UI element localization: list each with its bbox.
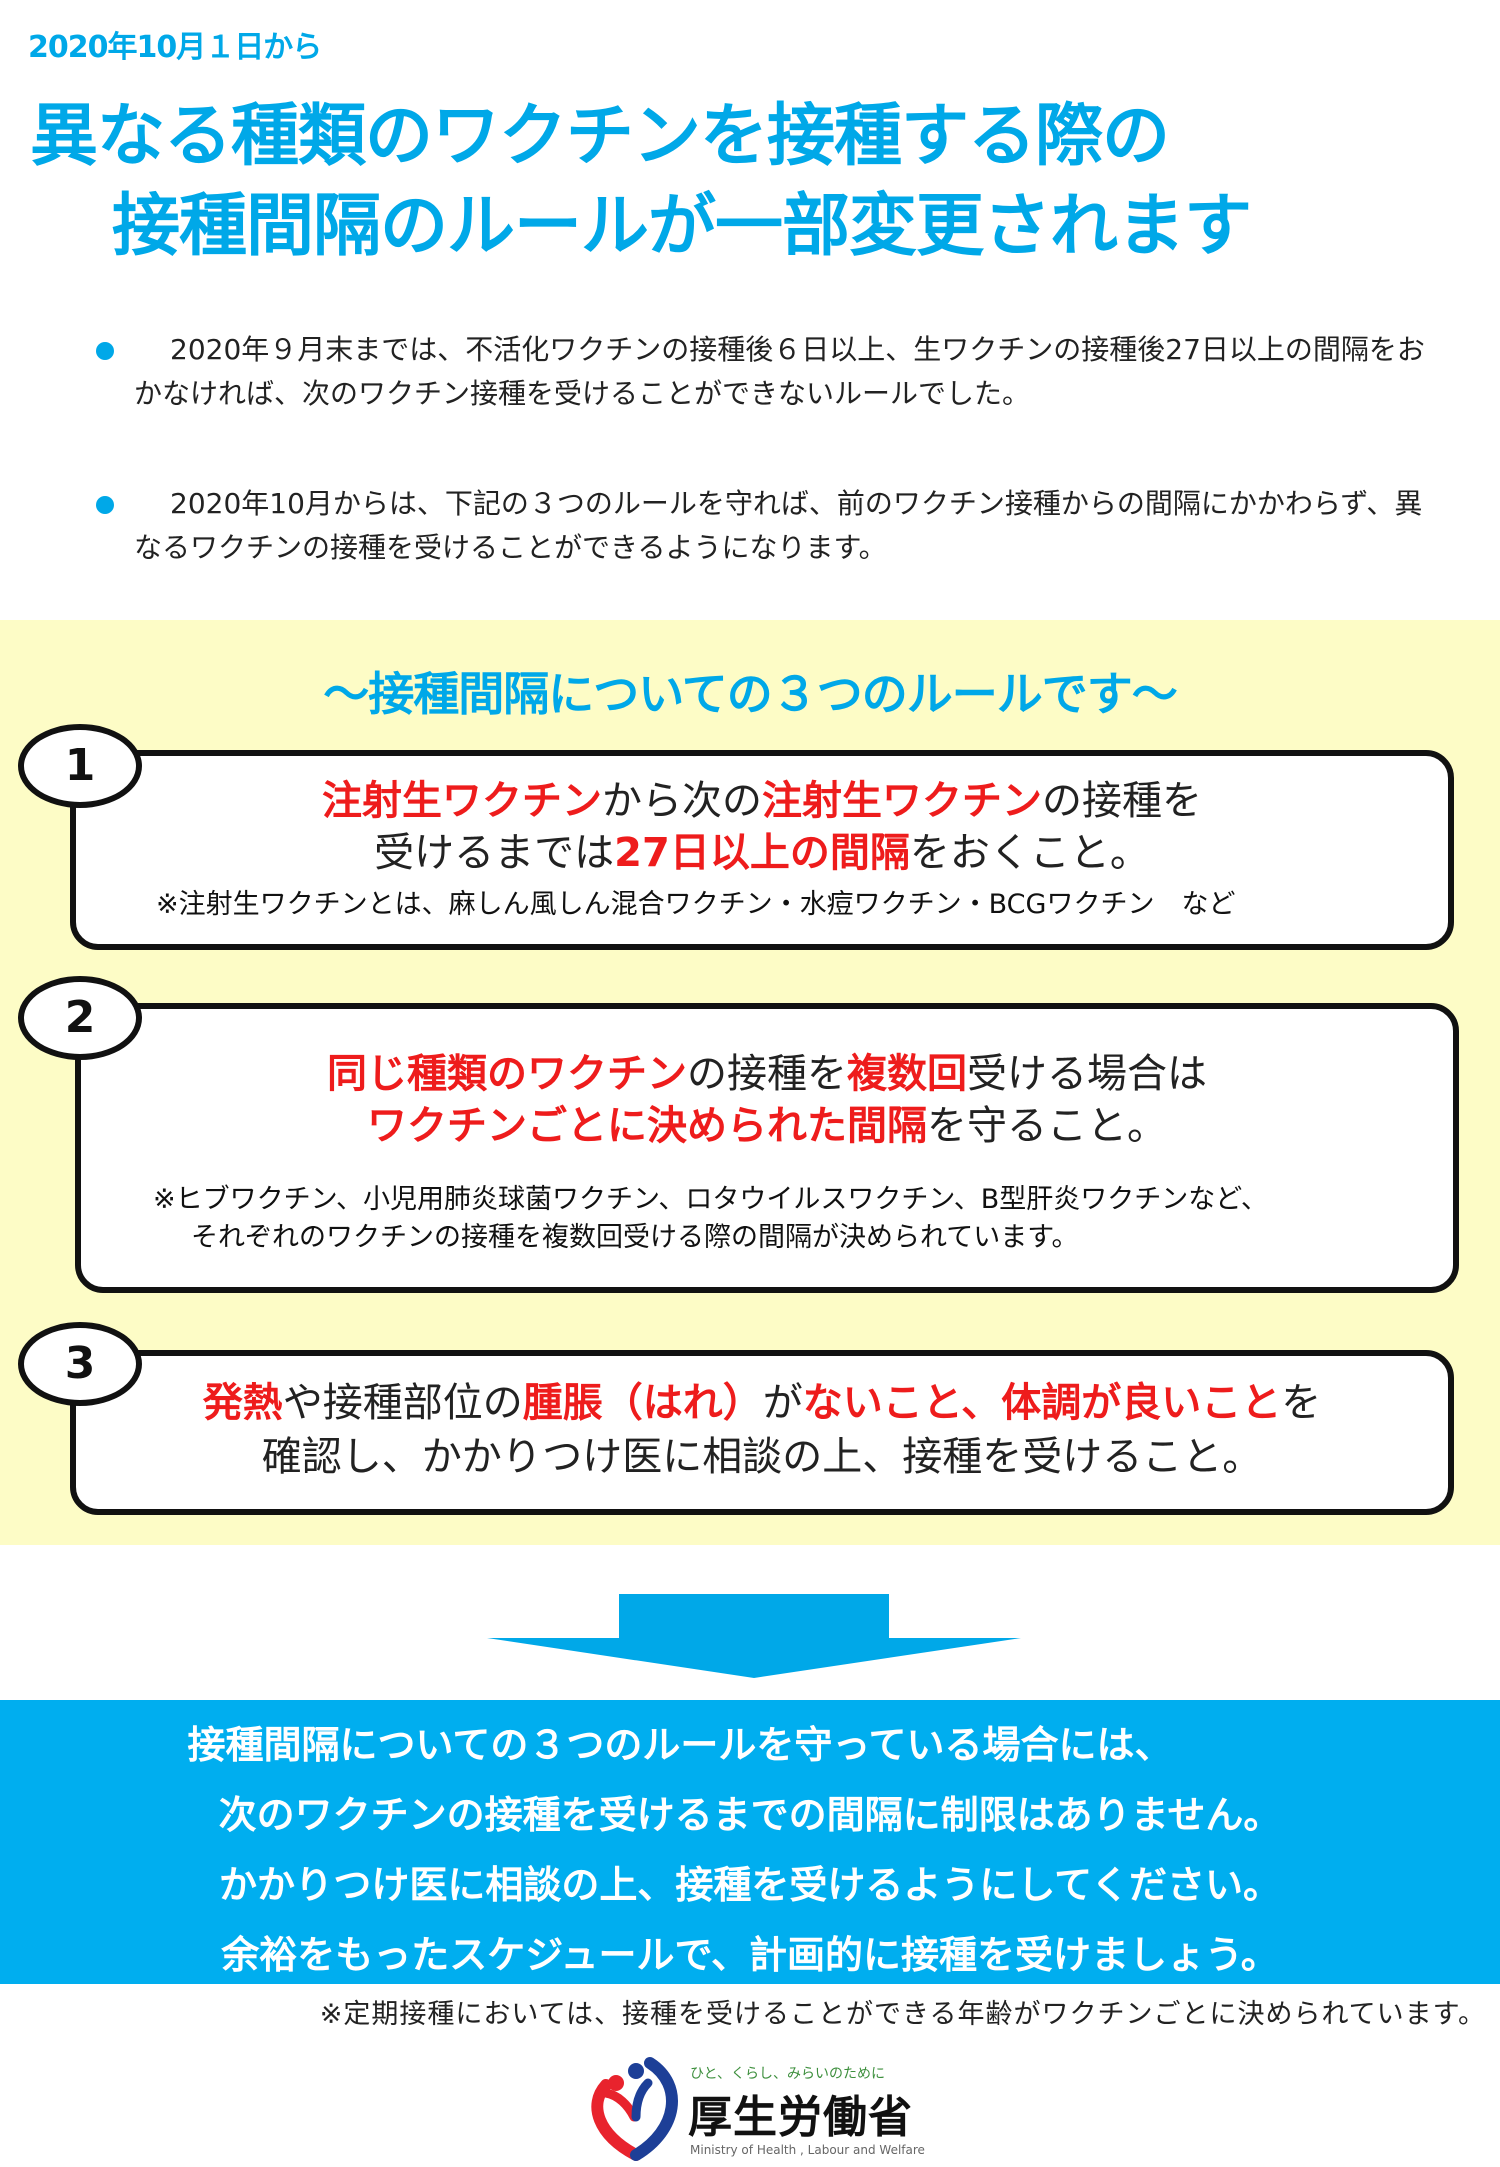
rule-text-line: 発熱や接種部位の腫脹（はれ）がないこと、体調が良いことを	[76, 1376, 1448, 1430]
rule-card-1: 注射生ワクチンから次の注射生ワクチンの接種を 受けるまでは27日以上の間隔をおく…	[70, 750, 1454, 950]
ministry-logo: ひと、くらし、みらいのために 厚生労働省 Ministry of Health …	[588, 2055, 925, 2165]
rule-text-line: 注射生ワクチンから次の注射生ワクチンの接種を	[76, 774, 1448, 828]
rule-highlight: ワクチンごとに決められた間隔	[367, 1103, 927, 1149]
down-arrow-icon	[487, 1594, 1021, 1678]
effective-date-label: 2020年10月１日から	[28, 30, 322, 65]
rule-note: それぞれのワクチンの接種を複数回受ける際の間隔が決められています。	[191, 1222, 1079, 1253]
intro-bullet-item: 2020年９月末までは、不活化ワクチンの接種後６日以上、生ワクチンの接種後27日…	[96, 328, 1436, 416]
rule-text: や接種部位の	[282, 1380, 523, 1426]
footnote: ※定期接種においては、接種を受けることができる年齢がワクチンごとに決められていま…	[319, 1999, 1486, 2030]
summary-line: 余裕をもったスケジュールで、計画的に接種を受けましょう。	[221, 1933, 1279, 1977]
rule-text-line: 同じ種類のワクチンの接種を複数回受ける場合は	[81, 1047, 1453, 1101]
heart-people-icon	[591, 2057, 678, 2161]
rule-highlight: 発熱	[202, 1380, 283, 1426]
rule-text-line: 確認し、かかりつけ医に相談の上、接種を受けること。	[76, 1430, 1448, 1484]
rule-highlight: 同じ種類のワクチン	[327, 1051, 687, 1097]
bullet-dot-icon	[96, 496, 114, 514]
summary-line: かかりつけ医に相談の上、接種を受けるようにしてください。	[218, 1863, 1282, 1907]
summary-line: 接種間隔についての３つのルールを守っている場合には、	[187, 1723, 1173, 1767]
rule-text: を	[1281, 1380, 1322, 1426]
arrow-head	[487, 1638, 1021, 1678]
bullet-dot-icon	[96, 342, 114, 360]
rule-card-3: 発熱や接種部位の腫脹（はれ）がないこと、体調が良いことを 確認し、かかりつけ医に…	[70, 1350, 1454, 1515]
rule-text: 受ける場合は	[967, 1051, 1207, 1097]
rule-text: が	[762, 1380, 803, 1426]
rule-note: ※注射生ワクチンとは、麻しん風しん混合ワクチン・水痘ワクチン・BCGワクチン な…	[156, 889, 1236, 920]
rule-number-badge: 2	[18, 976, 142, 1060]
rule-highlight: 注射生ワクチン	[322, 778, 602, 824]
rule-text: をおくこと。	[909, 830, 1150, 876]
rule-text: を守ること。	[927, 1103, 1167, 1149]
rule-text-line: ワクチンごとに決められた間隔を守ること。	[81, 1099, 1453, 1153]
logo-name: 厚生労働省	[688, 2092, 913, 2143]
rule-highlight: ないこと、体調が良いこと	[802, 1380, 1282, 1426]
rule-card-2: 同じ種類のワクチンの接種を複数回受ける場合は ワクチンごとに決められた間隔を守る…	[75, 1003, 1459, 1293]
rule-text: の接種を	[687, 1051, 847, 1097]
rule-text-line: 受けるまでは27日以上の間隔をおくこと。	[76, 826, 1448, 880]
intro-text: 2020年10月からは、下記の３つのルールを守れば、前のワクチン接種からの間隔に…	[134, 487, 1423, 564]
rule-text: の接種を	[1042, 778, 1202, 824]
rule-highlight: 注射生ワクチン	[762, 778, 1042, 824]
rule-text: 受けるまでは	[374, 830, 615, 876]
title-line-1: 異なる種類のワクチンを接種する際の	[30, 97, 1170, 176]
rule-text: 確認し、かかりつけ医に相談の上、接種を受けること。	[261, 1434, 1263, 1480]
intro-text: 2020年９月末までは、不活化ワクチンの接種後６日以上、生ワクチンの接種後27日…	[134, 333, 1425, 410]
rules-panel: ～接種間隔についての３つのルールです～ 注射生ワクチンから次の注射生ワクチンの接…	[0, 620, 1500, 1545]
rules-heading: ～接種間隔についての３つのルールです～	[323, 667, 1178, 721]
rule-text: から次の	[602, 778, 762, 824]
logo-tagline: ひと、くらし、みらいのために	[690, 2066, 886, 2082]
intro-bullet-item: 2020年10月からは、下記の３つのルールを守れば、前のワクチン接種からの間隔に…	[96, 482, 1436, 570]
rule-number-badge: 1	[18, 724, 142, 808]
arrow-stem	[619, 1594, 889, 1638]
rule-note: ※ヒブワクチン、小児用肺炎球菌ワクチン、ロタウイルスワクチン、B型肝炎ワクチンな…	[153, 1184, 1268, 1215]
logo-english-name: Ministry of Health , Labour and Welfare	[690, 2143, 925, 2157]
title-line-2: 接種間隔のルールが一部変更されます	[112, 187, 1252, 266]
summary-line: 次のワクチンの接種を受けるまでの間隔に制限はありません。	[218, 1793, 1282, 1837]
rule-number-badge: 3	[18, 1322, 142, 1406]
rule-highlight: 複数回	[847, 1051, 967, 1097]
rule-highlight: 27日以上の間隔	[614, 830, 910, 876]
rule-highlight: 腫脹（はれ）	[522, 1380, 763, 1426]
page-title: 異なる種類のワクチンを接種する際の 接種間隔のルールが一部変更されます	[30, 92, 1252, 272]
summary-banner: 接種間隔についての３つのルールを守っている場合には、 次のワクチンの接種を受ける…	[0, 1700, 1500, 1984]
